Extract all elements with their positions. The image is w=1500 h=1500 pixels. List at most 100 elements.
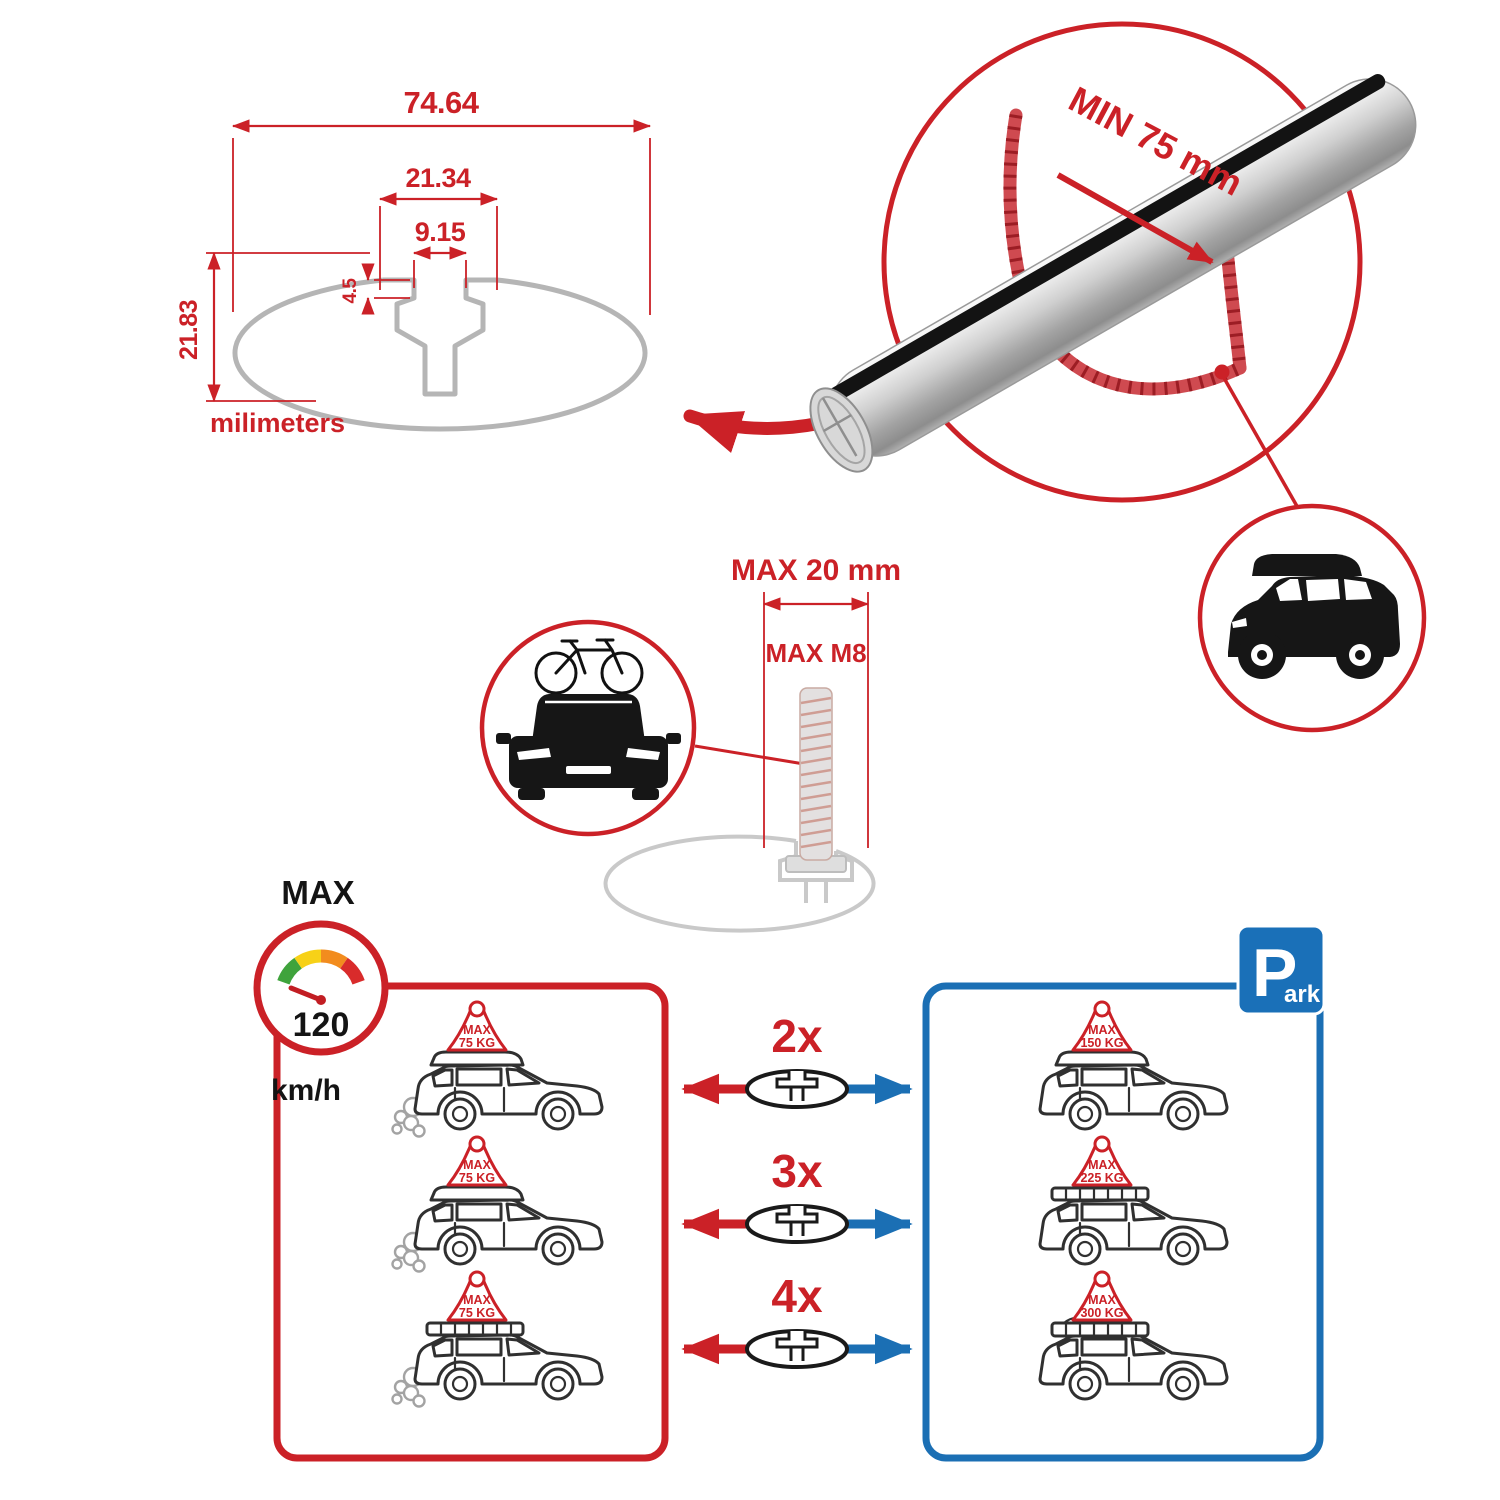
roof-box [1054,1050,1150,1067]
driving-car-row-2: MAX 75 KG [391,1135,604,1273]
bicycle-icon [534,638,644,695]
bolt-diagram: MAX 20 mm MAX M8 [479,554,901,933]
suv-windshield [1276,579,1302,601]
car-roofbox-vignette [1197,503,1427,733]
speedometer-pivot [316,995,326,1005]
carfront-plate [566,766,611,774]
parking-sign-box [1236,924,1326,1016]
bolt-max-thread-label: MAX M8 [765,638,866,668]
load-pennant: MAX 225 KG [1071,1135,1133,1187]
pennant-load: 75 KG [459,1036,495,1050]
roof-box [429,1050,525,1067]
pennant-max: MAX [463,1158,491,1172]
pennant-max: MAX [463,1293,491,1307]
speedometer-needle [288,985,324,1003]
bar-closeup: MIN 75 mm [809,21,1427,733]
load-pennant: MAX 75 KG [446,1270,508,1322]
units-label: milimeters [210,408,345,438]
parking-sign: P ark [1236,924,1326,1016]
parked-car-row-1: MAX 150 KG [1038,1000,1229,1131]
aluminium-bar [809,74,1417,473]
driving-car-row-1: MAX 75 KG [391,1000,604,1138]
load-pennant: MAX 150 KG [1071,1000,1133,1052]
roof-basket [1050,1186,1150,1202]
dim-total-width: 74.64 [403,85,479,120]
pennant-max: MAX [1088,1293,1116,1307]
ext-lines-channel-width [379,206,498,290]
pennant-load: 225 KG [1080,1171,1123,1185]
carfront-body [509,736,668,788]
ghost-profile-stem [804,880,828,903]
fixing-bolt [785,687,847,873]
speedometer-circle [253,920,389,1056]
carfront-headlight-right [626,748,660,760]
bolt-threads [800,696,832,849]
ext-lines-slot-width [413,260,467,288]
parking-sign-letter: P [1252,935,1297,1011]
pennant-max: MAX [1088,1158,1116,1172]
qty-label: 4x [771,1270,823,1322]
speed-units: km/h [271,1074,341,1107]
load-pennant: MAX 300 KG [1071,1270,1133,1322]
pennant-load: 75 KG [459,1306,495,1320]
cross-section-diagram: 74.64 21.34 9.15 4.5 21.83 milimeters [175,85,652,438]
ext-lines-slot-depth [374,279,410,299]
ext-lines-total-height [206,252,370,402]
bar-profile-ellipse [232,277,648,432]
speed-max-label: MAX [281,874,354,911]
pennant-max: MAX [1088,1023,1116,1037]
closeup-to-car-connector [1222,377,1300,509]
dim-slot-depth: 4.5 [340,278,361,304]
suv-rear-hub [1355,650,1365,660]
carfront-wheel-left [518,788,545,800]
car-front-vignette [479,619,697,837]
pennant-max: MAX [463,1023,491,1037]
parked-car-row-3: MAX 300 KG [1038,1270,1229,1401]
load-pennant: MAX 75 KG [446,1000,508,1052]
qty-row-2: 3x [681,1145,913,1244]
qty-row-3: 4x [681,1270,913,1369]
ghost-profile-ellipse [603,834,876,933]
bolt-shaft [799,687,833,861]
carfront-cab [532,694,645,742]
bar-profile-icon [745,1329,849,1369]
suv-front-hub [1257,650,1267,660]
parked-car-row-2: MAX 225 KG [1038,1135,1229,1266]
carfront-mirror-right [666,733,681,744]
bolt-max-length-label: MAX 20 mm [731,554,901,587]
load-comparison: MAX 120 km/h P ark MA [253,874,1326,1462]
bar-profile-t-slot [383,277,497,397]
ext-lines-total-width [232,138,651,315]
bar-cut-end-ribs [821,397,858,457]
vignette-to-bolt-connector [694,744,805,766]
parking-sign-rest: ark [1284,981,1321,1008]
bar-profile-icon [745,1069,849,1109]
suv-window-1 [1306,579,1340,601]
dim-slot-width: 9.15 [415,217,466,247]
carfront-headlight-left [517,748,551,760]
speedometer-gauge [277,949,365,985]
suv-window-2 [1344,579,1372,600]
clamp-anchor-dot [1214,364,1230,380]
qty-row-1: 2x [681,1010,913,1109]
suv-headlight [1232,618,1247,628]
roof-box [429,1185,525,1202]
qty-label: 2x [771,1010,823,1062]
load-pennant: MAX 75 KG [446,1135,508,1187]
bar-rubber-strip [823,74,1386,405]
dim-total-height: 21.83 [175,300,203,360]
suv-roof-box [1252,554,1362,576]
driving-car-row-3: MAX 75 KG [391,1270,604,1408]
carfront-wheel-right [632,788,659,800]
bolt-ext-lines [763,592,869,848]
speed-limit-badge: MAX 120 km/h [253,874,389,1107]
pennant-load: 300 KG [1080,1306,1123,1320]
qty-label: 3x [771,1145,823,1197]
speed-value: 120 [293,1006,350,1044]
pennant-load: 150 KG [1080,1036,1123,1050]
pennant-load: 75 KG [459,1171,495,1185]
dim-channel-width: 21.34 [405,163,471,193]
bar-profile-icon [745,1204,849,1244]
